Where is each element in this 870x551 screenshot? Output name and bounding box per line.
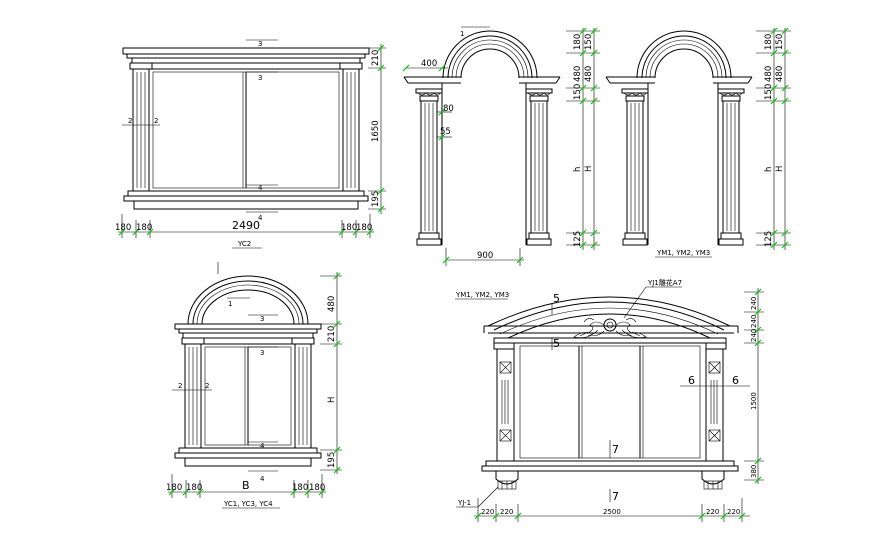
arch1-dim-900: 900 xyxy=(477,251,493,261)
yc2-dim-side-1: 180 xyxy=(115,223,131,233)
ym-dim-v-240b: 240 xyxy=(750,315,758,328)
yc1-mark-2a: 2 xyxy=(178,382,182,390)
yc2-dim-v-195: 195 xyxy=(371,191,381,207)
arch1-dim-v-480b: 480 xyxy=(584,66,594,82)
arch1-dim-v-125: 125 xyxy=(573,231,583,247)
yc2-mark-2b: 2 xyxy=(154,117,158,125)
ym-dim-v-240a: 240 xyxy=(750,297,758,310)
arch2-dim-v-125: 125 xyxy=(764,231,774,247)
arch2-dim-v-h: h xyxy=(764,167,774,172)
yc1-mark-1: 1 xyxy=(228,300,232,308)
arch2-dim-v-180a: 180 xyxy=(764,34,774,50)
yc1-mark-4a: 4 xyxy=(260,442,265,450)
ym-mark-5b: 5 xyxy=(553,337,560,350)
ym-bracket-label: YJ-1 xyxy=(457,499,471,507)
ym-door: YM1, YM2, YM3 YJ1雕花A7 xyxy=(455,278,764,522)
ym-dim-side-3: 220 xyxy=(706,508,719,516)
yc1-dim-side-2: 180 xyxy=(186,483,202,493)
arch1-dim-v-150a: 150 xyxy=(584,34,594,50)
arch1-dim-v-180a: 180 xyxy=(573,34,583,50)
arch1-dim-400: 400 xyxy=(421,59,437,69)
yc2-mark-2a: 2 xyxy=(128,117,132,125)
yc2-dim-width: 2490 xyxy=(232,219,260,232)
ym-dim-side-2: 220 xyxy=(500,508,513,516)
ym-ornament xyxy=(573,318,647,338)
yc1-dim-v-480: 480 xyxy=(327,296,337,312)
ym-mark-7b: 7 xyxy=(612,490,619,503)
yc1-mark-3b: 3 xyxy=(260,349,264,357)
arch-door-1: 1 400 80 55 900 xyxy=(402,26,600,266)
yc2-window: 3 3 4 4 2 2 180 180 2490 180 180 YC2 xyxy=(115,39,386,249)
ym-dim-side-4: 220 xyxy=(727,508,740,516)
yc2-dim-v-1650: 1650 xyxy=(371,120,381,142)
yc2-dim-side-3: 180 xyxy=(341,223,357,233)
ym-mark-5a: 5 xyxy=(553,292,560,305)
arch-door-2: YM1, YM2, YM3 180 150 480 480 150 h xyxy=(605,27,791,258)
arch2-dim-v-480a: 480 xyxy=(764,66,774,82)
ym-dim-v-380: 380 xyxy=(750,465,758,478)
yc1-mark-4b: 4 xyxy=(260,475,265,483)
arch1-dim-55: 55 xyxy=(440,127,451,137)
arch2-caption: YM1, YM2, YM3 xyxy=(656,249,710,257)
arch1-mark-1: 1 xyxy=(460,30,464,38)
yc2-mark-4b: 4 xyxy=(258,214,263,222)
yc1-dim-side-1: 180 xyxy=(166,483,182,493)
ym-title: YM1, YM2, YM3 xyxy=(455,291,509,299)
ym-mark-6a: 6 xyxy=(688,374,695,387)
yc1-window: 1 3 3 4 4 2 2 180 180 B 180 180 xyxy=(166,262,342,509)
arch2-dim-v-480b: 480 xyxy=(775,66,785,82)
yc2-mark-3a: 3 xyxy=(258,40,262,48)
yc1-dim-v-195: 195 xyxy=(327,452,337,468)
yc1-caption: YC1, YC3, YC4 xyxy=(223,500,273,508)
yc2-dim-v-210: 210 xyxy=(371,50,381,66)
yc2-mark-4a: 4 xyxy=(258,184,263,192)
arch2-dim-v-H: H xyxy=(775,166,785,172)
ym-dim-v-240c: 240 xyxy=(750,329,758,342)
yc2-dim-side-2: 180 xyxy=(136,223,152,233)
arch2-dim-v-150b: 150 xyxy=(764,84,774,100)
arch1-dim-v-h: h xyxy=(573,167,583,172)
yc1-dim-width: B xyxy=(242,479,250,492)
yc2-mark-3b: 3 xyxy=(258,74,262,82)
ym-mark-6b: 6 xyxy=(732,374,739,387)
ym-dim-width: 2500 xyxy=(603,508,621,516)
ym-dim-side-1: 220 xyxy=(481,508,494,516)
ym-callout: YJ1雕花A7 xyxy=(647,278,682,287)
arch1-dim-v-H: H xyxy=(584,166,594,172)
yc2-dim-side-4: 180 xyxy=(356,223,372,233)
arch2-dim-v-150a: 150 xyxy=(775,34,785,50)
yc1-dim-side-3: 180 xyxy=(292,483,308,493)
yc1-dim-v-210: 210 xyxy=(327,326,337,342)
yc1-mark-3a: 3 xyxy=(260,315,264,323)
arch1-dim-80: 80 xyxy=(443,104,454,114)
yc2-caption: YC2 xyxy=(237,240,251,248)
yc1-dim-side-4: 180 xyxy=(309,483,325,493)
arch1-dim-v-150b: 150 xyxy=(573,84,583,100)
ym-mark-7a: 7 xyxy=(612,443,619,456)
ym-dim-v-1500: 1500 xyxy=(750,392,758,410)
yc1-mark-2b: 2 xyxy=(205,382,209,390)
arch1-dim-v-480a: 480 xyxy=(573,66,583,82)
yc1-dim-v-H: H xyxy=(327,397,337,403)
